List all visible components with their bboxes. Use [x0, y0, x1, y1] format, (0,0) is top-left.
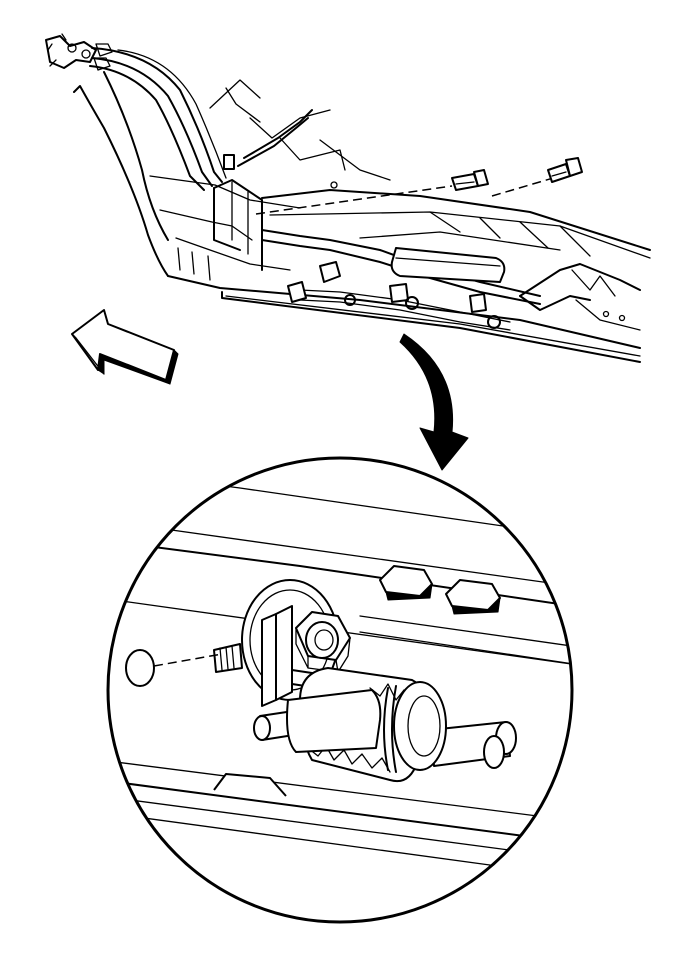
forward-direction-arrow [71, 309, 179, 385]
fuel-filter [253, 667, 517, 782]
mounting-bolts [255, 157, 583, 215]
fuel-lines [45, 33, 541, 331]
callout-arrow [399, 333, 469, 471]
vehicle-underbody [73, 71, 651, 363]
nut-and-bracket [213, 579, 371, 707]
